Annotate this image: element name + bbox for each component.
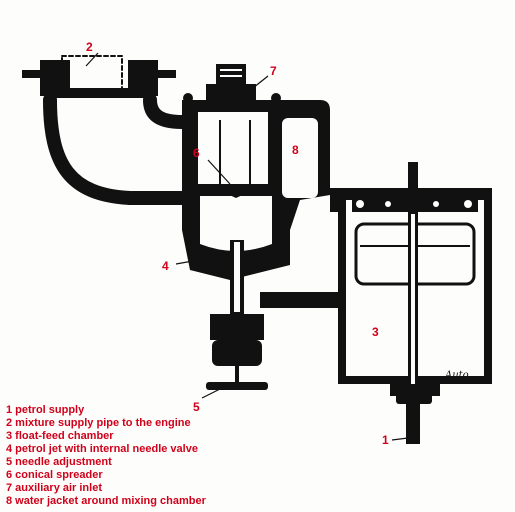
callout-7: 7	[270, 64, 277, 78]
callout-3: 3	[372, 325, 379, 339]
conical-spreader	[210, 186, 262, 198]
callout-2: 2	[86, 40, 93, 54]
auxiliary-air-inlet	[183, 64, 281, 103]
legend-item: 8 water jacket around mixing chamber	[6, 495, 206, 507]
callout-8: 8	[292, 143, 299, 157]
pipe-flange	[22, 60, 176, 98]
legend-item: 7 auxiliary air inlet	[6, 482, 102, 494]
fuel-passage	[260, 292, 360, 308]
mixing-chamber	[182, 100, 330, 280]
petrol-jet	[206, 240, 268, 390]
legend-item: 2 mixture supply pipe to the engine	[6, 417, 191, 429]
leader-lines	[85, 52, 409, 441]
float-feed-chamber	[330, 162, 492, 444]
callout-4: 4	[162, 259, 169, 273]
callout-6: 6	[193, 146, 200, 160]
legend-item: 3 float-feed chamber	[6, 430, 114, 442]
legend-item: 4 petrol jet with internal needle valve	[6, 443, 198, 455]
callout-1: 1	[382, 433, 389, 447]
legend-item: 5 needle adjustment	[6, 456, 112, 468]
legend: 1 petrol supply 2 mixture supply pipe to…	[6, 404, 206, 508]
artist-signature: Auto	[445, 370, 469, 381]
callout-5: 5	[193, 400, 200, 414]
legend-item: 1 petrol supply	[6, 404, 85, 416]
legend-item: 6 conical spreader	[6, 469, 103, 481]
